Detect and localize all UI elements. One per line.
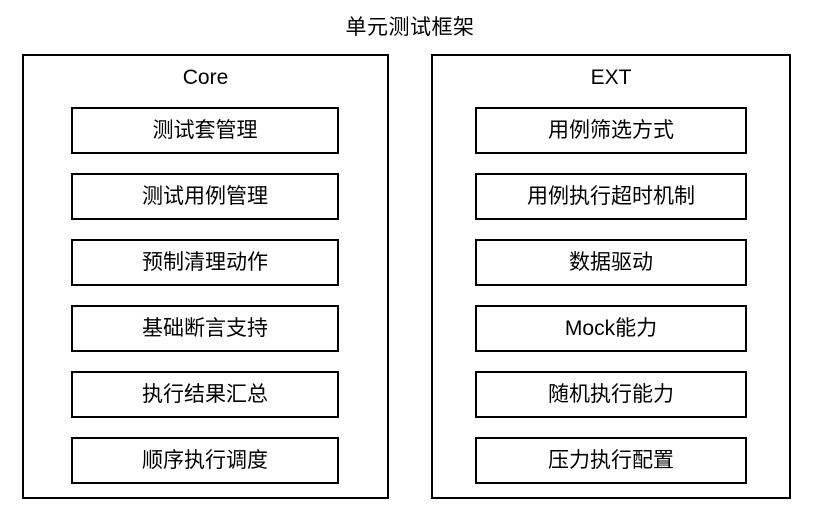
item-box[interactable]: 执行结果汇总	[71, 371, 339, 418]
item-box[interactable]: 用例筛选方式	[475, 107, 747, 154]
item-list-core: 测试套管理 测试用例管理 预制清理动作 基础断言支持 执行结果汇总 顺序执行调度	[24, 107, 387, 484]
item-box[interactable]: 测试用例管理	[71, 173, 339, 220]
group-box-ext: EXT 用例筛选方式 用例执行超时机制 数据驱动 Mock能力 随机执行能力 压…	[431, 54, 791, 499]
item-box[interactable]: 压力执行配置	[475, 437, 747, 484]
item-box[interactable]: 顺序执行调度	[71, 437, 339, 484]
item-box[interactable]: 预制清理动作	[71, 239, 339, 286]
group-title-core: Core	[182, 66, 229, 89]
item-box[interactable]: 用例执行超时机制	[475, 173, 747, 220]
item-box[interactable]: 数据驱动	[475, 239, 747, 286]
item-list-ext: 用例筛选方式 用例执行超时机制 数据驱动 Mock能力 随机执行能力 压力执行配…	[433, 107, 789, 484]
item-box[interactable]: 基础断言支持	[71, 305, 339, 352]
group-title-ext: EXT	[590, 66, 632, 89]
item-box[interactable]: Mock能力	[475, 305, 747, 352]
item-box[interactable]: 测试套管理	[71, 107, 339, 154]
item-box[interactable]: 随机执行能力	[475, 371, 747, 418]
diagram-title: 单元测试框架	[345, 16, 475, 39]
group-box-core: Core 测试套管理 测试用例管理 预制清理动作 基础断言支持 执行结果汇总 顺…	[22, 54, 389, 499]
